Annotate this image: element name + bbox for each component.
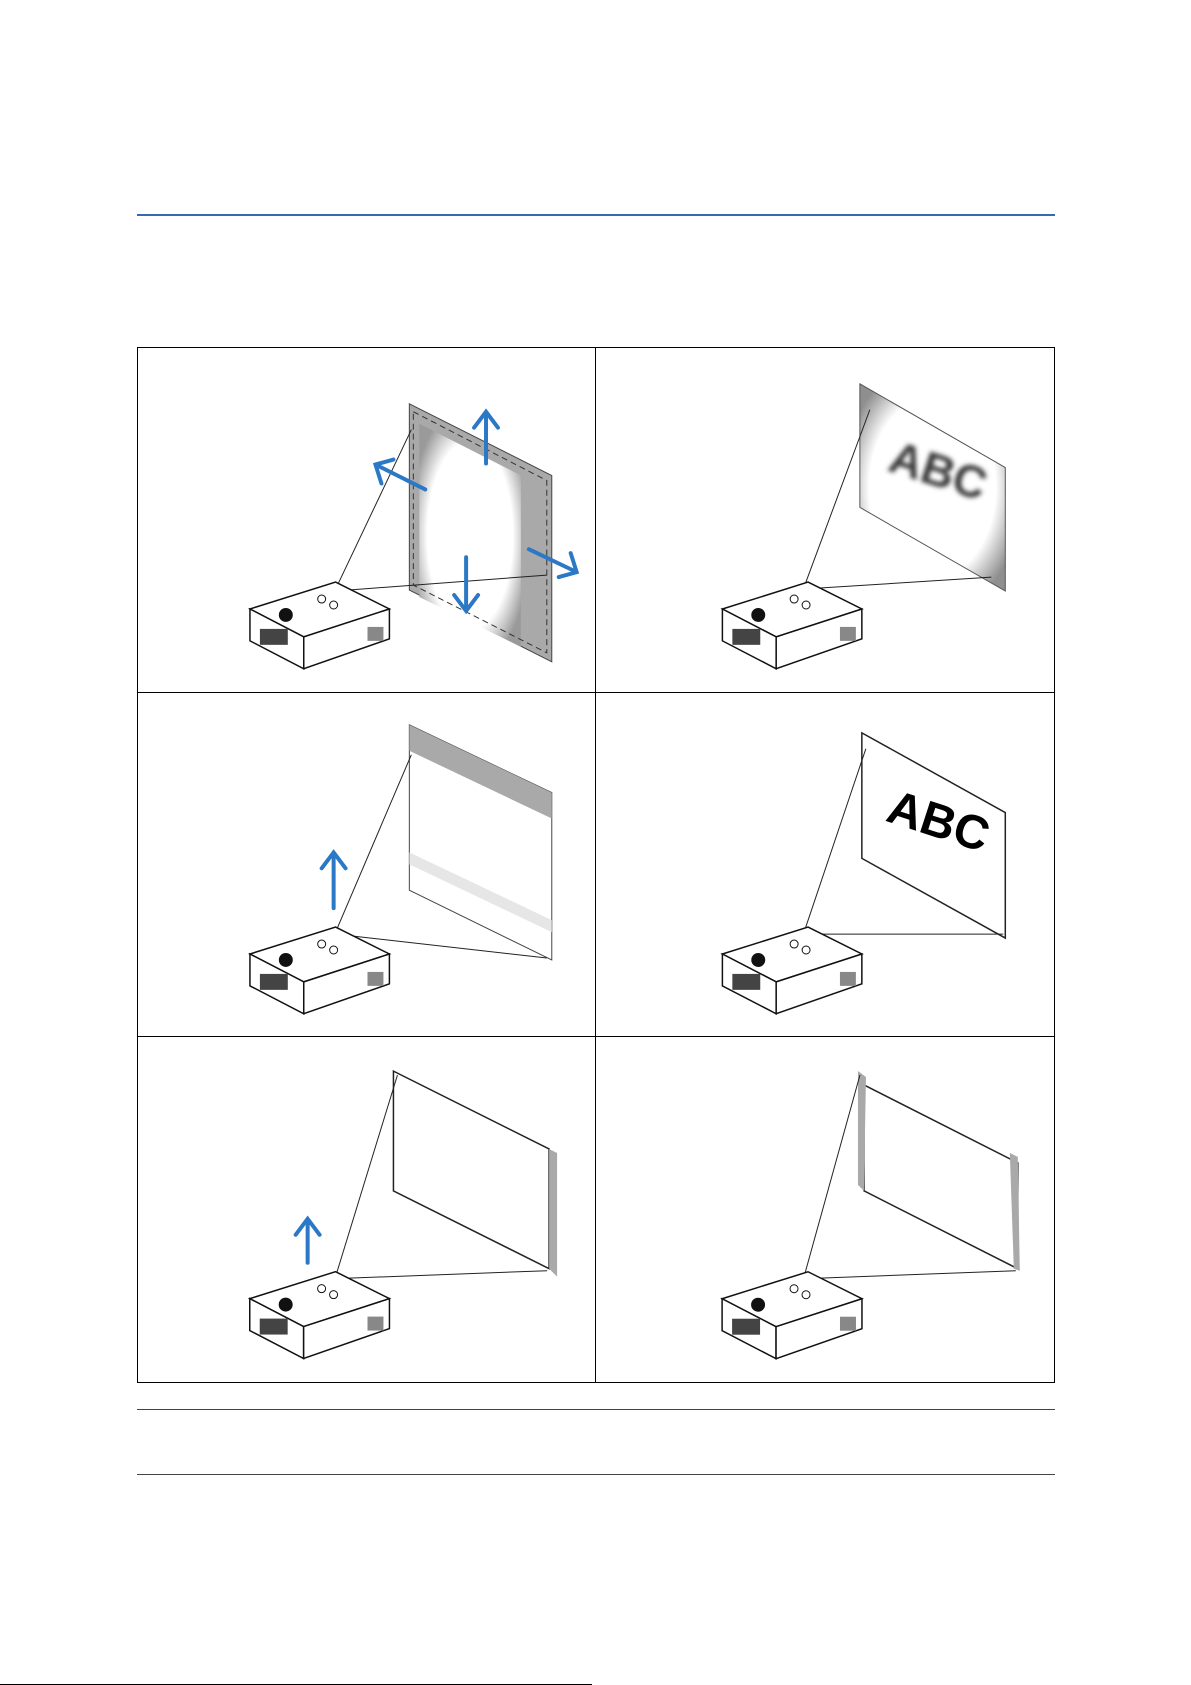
note-rule-bottom	[137, 1474, 1055, 1475]
projection-line-top	[336, 754, 412, 931]
illustration-grid: ABC	[137, 347, 1055, 1383]
figure-5	[138, 1037, 596, 1382]
figure-6	[596, 1037, 1054, 1382]
projector-icon	[250, 927, 389, 1014]
direction-arrow-icon	[322, 852, 346, 908]
projection-line-top	[336, 1075, 398, 1277]
figure-4: ABC	[596, 693, 1054, 1038]
figure-2-drawing: ABC	[596, 348, 1054, 692]
projection-line-top	[336, 430, 412, 589]
projection-line-top	[804, 1075, 860, 1277]
figure-3	[138, 693, 596, 1038]
header-rule	[137, 214, 1055, 216]
figure-1	[138, 348, 596, 693]
figure-5-drawing	[138, 1037, 595, 1382]
projection-line-bottom	[804, 1271, 1016, 1279]
projector-icon	[722, 1272, 862, 1359]
projection-line-top	[804, 748, 866, 931]
direction-arrow-icon	[296, 1219, 320, 1263]
screen-right-edge	[549, 1149, 557, 1277]
screen-keystone-right	[393, 1071, 549, 1269]
figure-6-drawing	[596, 1037, 1054, 1382]
projector-icon	[250, 1272, 390, 1359]
projector-icon	[722, 582, 861, 669]
note-rule-top	[137, 1409, 1055, 1410]
figure-3-drawing	[138, 693, 595, 1037]
screen-keystone-left	[864, 1085, 1018, 1269]
figure-2: ABC	[596, 348, 1054, 693]
figure-4-drawing: ABC	[596, 693, 1054, 1037]
projection-line-bottom	[336, 1271, 548, 1279]
projection-line-bottom	[804, 577, 991, 589]
projector-icon	[250, 582, 389, 669]
projector-icon	[722, 927, 861, 1014]
figure-1-drawing	[138, 348, 595, 692]
